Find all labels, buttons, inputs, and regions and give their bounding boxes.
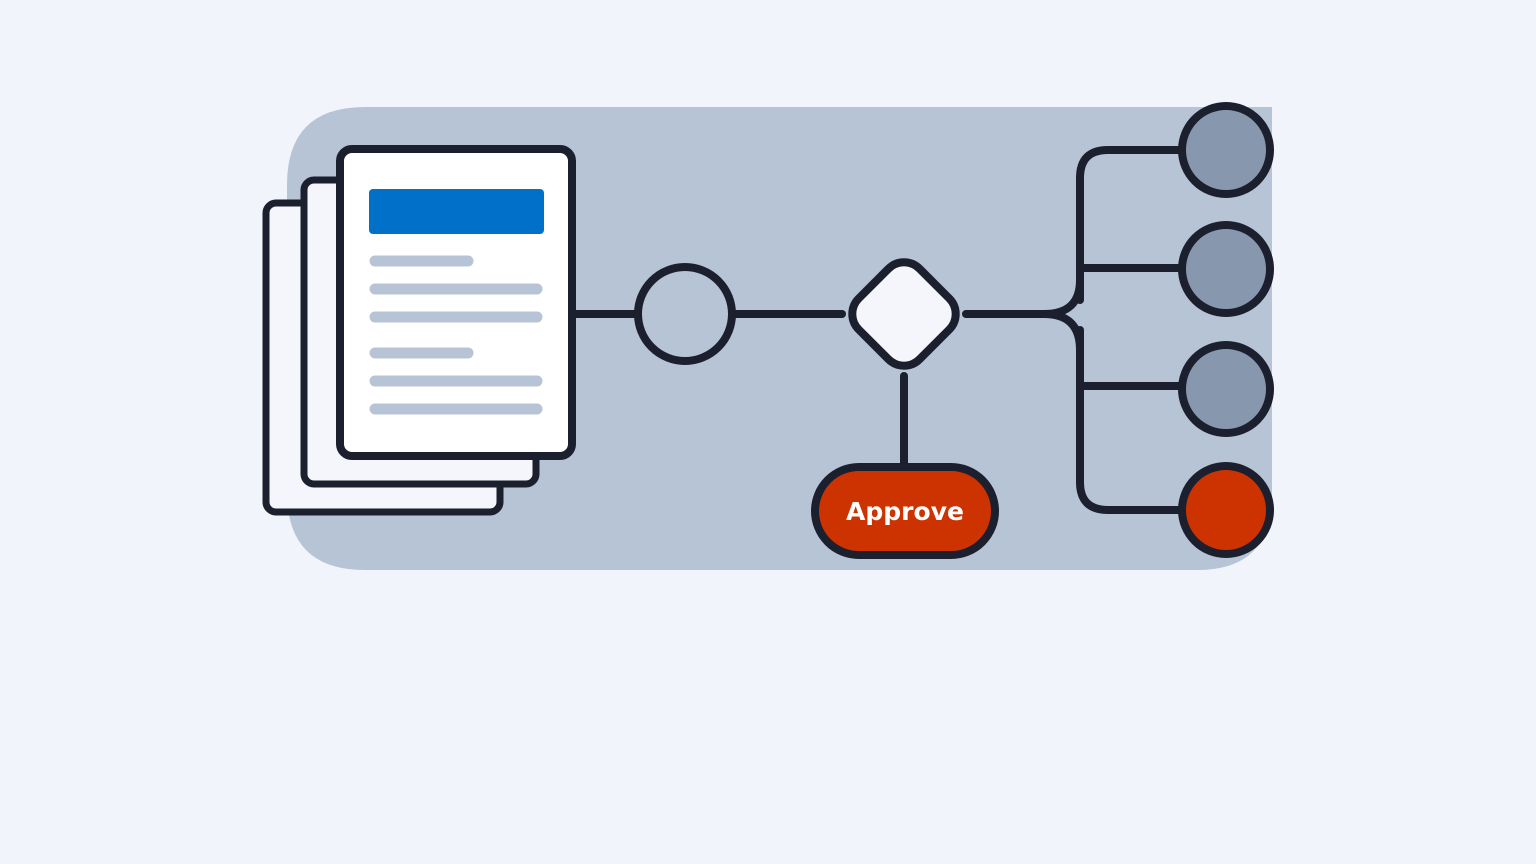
approve-button[interactable]: Approve [811,463,999,559]
output-nodes [1178,102,1274,558]
connector-lines [572,146,1186,514]
document-stack-icon [262,145,576,516]
approve-pill [811,463,999,559]
document-text-lines [369,255,543,415]
approve-label: Approve [846,497,964,526]
branch-to-output-4 [1076,326,1186,514]
output-node [1178,221,1274,317]
output-node [1178,341,1274,437]
output-node [1178,102,1274,198]
circle-node-icon [634,263,736,365]
document-header-bar [369,189,544,234]
branch-to-output-1 [1076,146,1186,304]
diamond-decision-icon [848,258,960,370]
output-node-highlighted [1178,462,1274,558]
